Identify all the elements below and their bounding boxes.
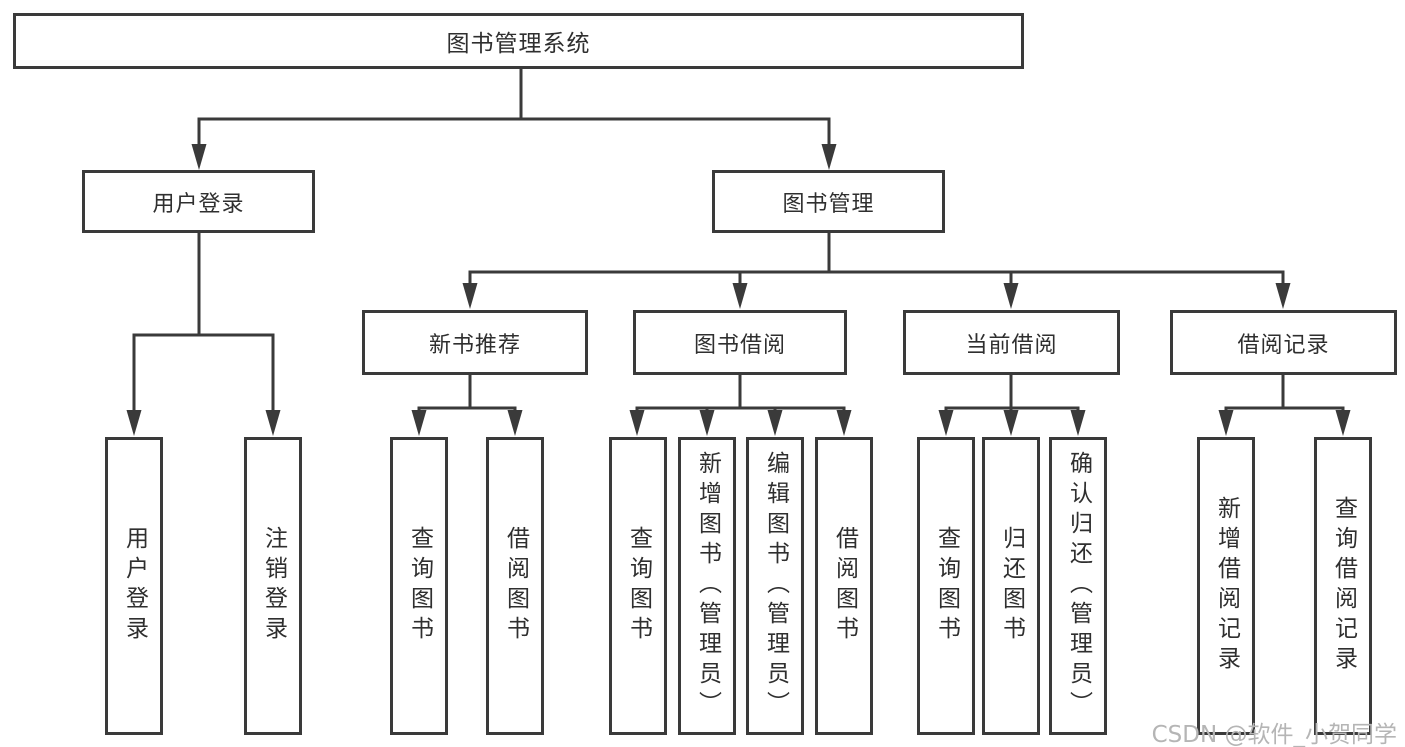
arrowhead — [126, 410, 142, 436]
arrowhead — [1275, 283, 1291, 309]
node-label: 确认归还（管理员） — [1065, 451, 1092, 721]
connector-line — [417, 406, 517, 413]
arrowhead — [1335, 410, 1351, 436]
node-label: 归还图书 — [998, 526, 1025, 646]
arrowhead — [411, 410, 427, 436]
node-book-borrowing: 图书借阅 — [633, 310, 847, 375]
leaf-return-books: 归还图书 — [982, 437, 1040, 735]
arrowhead — [767, 410, 783, 436]
arrowhead — [699, 410, 715, 436]
leaf-confirm-return-admin: 确认归还（管理员） — [1049, 437, 1107, 735]
leaf-query-books-current: 查询图书 — [917, 437, 975, 735]
node-label: 借阅记录 — [1237, 332, 1330, 358]
node-label: 图书管理系统 — [446, 31, 591, 57]
node-label: 注销登录 — [260, 526, 287, 646]
edge-current-to-leaves — [938, 375, 1086, 436]
arrowhead — [462, 283, 478, 309]
arrowhead — [507, 410, 523, 436]
node-label: 查询借阅记录 — [1330, 496, 1357, 676]
node-label: 新书推荐 — [428, 332, 521, 358]
connector-line — [1224, 406, 1345, 413]
node-label: 新增图书（管理员） — [694, 451, 721, 721]
connector-line — [635, 406, 846, 413]
node-label: 图书管理 — [782, 191, 875, 217]
node-label: 当前借阅 — [965, 332, 1058, 358]
node-label: 查询图书 — [406, 526, 433, 646]
node-new-book-recommend: 新书推荐 — [362, 310, 588, 375]
edge-newrec-to-leaves — [411, 375, 523, 436]
arrowhead — [1003, 410, 1019, 436]
connector-line — [197, 117, 831, 147]
edge-records-to-leaves — [1218, 375, 1351, 436]
node-library-management-system: 图书管理系统 — [13, 13, 1024, 69]
node-book-management: 图书管理 — [712, 170, 945, 233]
node-label: 图书借阅 — [693, 332, 786, 358]
leaf-borrow-books-newrec: 借阅图书 — [486, 437, 544, 735]
arrowhead — [1003, 283, 1019, 309]
leaf-query-books-borrow: 查询图书 — [609, 437, 667, 735]
node-label: 编辑图书（管理员） — [762, 451, 789, 721]
node-label: 查询图书 — [933, 526, 960, 646]
node-borrowing-records: 借阅记录 — [1170, 310, 1397, 375]
node-current-borrowing: 当前借阅 — [903, 310, 1120, 375]
connector-line — [468, 270, 1285, 286]
node-label: 用户登录 — [152, 191, 245, 217]
connector-line — [132, 333, 275, 412]
arrowhead — [191, 144, 207, 170]
node-label: 借阅图书 — [502, 526, 529, 646]
arrowhead — [732, 283, 748, 309]
arrowhead — [265, 410, 281, 436]
leaf-logout: 注销登录 — [244, 437, 302, 735]
leaf-borrow-books: 借阅图书 — [815, 437, 873, 735]
arrowhead — [938, 410, 954, 436]
edge-mgmt-to-level3 — [462, 233, 1291, 309]
node-label: 用户登录 — [121, 526, 148, 646]
edge-borrow-to-leaves — [629, 375, 852, 436]
arrowhead — [629, 410, 645, 436]
arrowhead — [1070, 410, 1086, 436]
leaf-query-books-newrec: 查询图书 — [390, 437, 448, 735]
node-label: 借阅图书 — [831, 526, 858, 646]
csdn-watermark: CSDN @软件_小贺同学 — [1151, 722, 1397, 747]
node-label: 查询图书 — [625, 526, 652, 646]
leaf-user-login: 用户登录 — [105, 437, 163, 735]
leaf-edit-books-admin: 编辑图书（管理员） — [746, 437, 804, 735]
edge-login-to-leaves — [126, 233, 281, 436]
arrowhead — [1218, 410, 1234, 436]
arrowhead — [836, 410, 852, 436]
node-label: 新增借阅记录 — [1213, 496, 1240, 676]
edge-root-to-level2 — [191, 69, 837, 170]
node-user-login: 用户登录 — [82, 170, 315, 233]
leaf-query-borrow-record: 查询借阅记录 — [1314, 437, 1372, 735]
leaf-add-borrow-record: 新增借阅记录 — [1197, 437, 1255, 735]
leaf-add-books-admin: 新增图书（管理员） — [678, 437, 736, 735]
arrowhead — [821, 144, 837, 170]
